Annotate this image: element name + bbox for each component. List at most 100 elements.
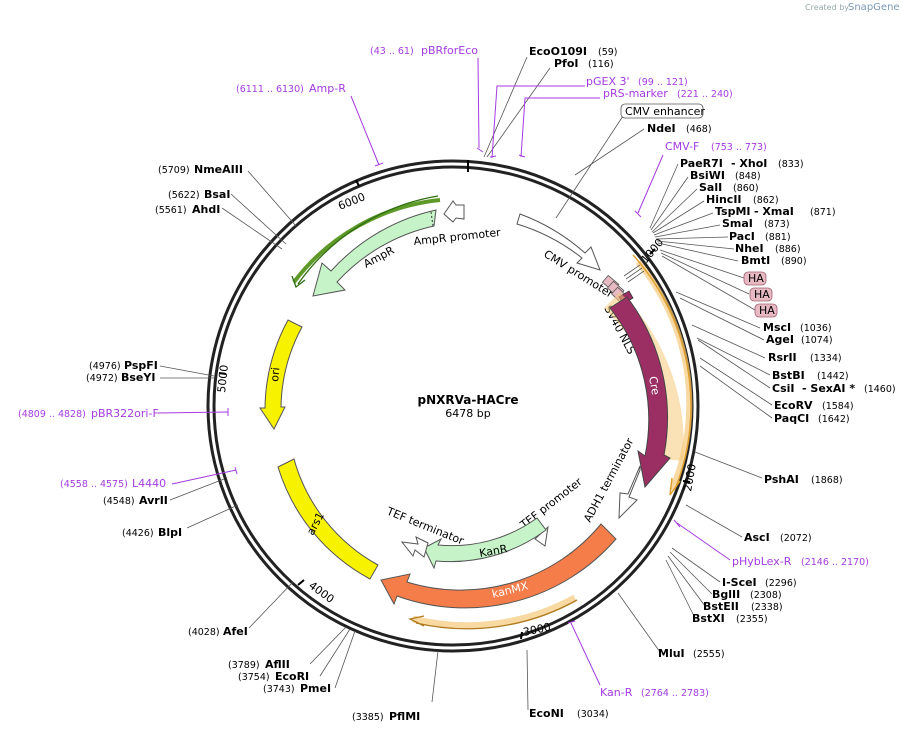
enzyme-bseyi[interactable]: BseYI xyxy=(121,371,155,384)
primer-cmv-f[interactable]: CMV-F xyxy=(665,140,699,153)
cmv-enhancer-box[interactable] xyxy=(620,103,704,119)
primer-amp-r-pos: (6111 .. 6130) xyxy=(236,84,304,95)
enzyme-nhei-pos: (886) xyxy=(775,244,801,255)
ha-label-2: HA xyxy=(754,288,770,301)
ori-arrow[interactable] xyxy=(259,319,303,430)
kanmx-halo xyxy=(412,594,577,630)
enzyme-bmti[interactable]: BmtI xyxy=(741,254,770,267)
enzyme-ecorv[interactable]: EcoRV xyxy=(774,399,813,412)
primer-pbrforeco[interactable]: pBRforEco xyxy=(421,44,478,57)
enzyme-sexai[interactable]: - SexAI * xyxy=(802,382,855,395)
enzyme-i-scei[interactable]: I-SceI xyxy=(722,576,757,589)
tick-label-3000: 3000 xyxy=(522,620,552,639)
enzyme-ecori[interactable]: EcoRI xyxy=(275,670,309,683)
enzyme-msci[interactable]: MscI xyxy=(763,321,791,334)
enzyme-asci-pos: (2072) xyxy=(780,533,812,544)
enzyme-rsrii[interactable]: RsrII xyxy=(768,351,797,364)
tef-terminator-arrow[interactable] xyxy=(400,536,429,558)
enzyme-smai[interactable]: SmaI xyxy=(722,217,753,230)
kanmx-halo-line xyxy=(408,599,578,630)
primer-prs-marker[interactable]: pRS-marker xyxy=(603,87,668,100)
enzyme-xmai[interactable]: - XmaI xyxy=(754,205,794,218)
tick-label-5000: 5000 xyxy=(215,364,231,393)
enzyme-ecorv-pos: (1584) xyxy=(822,401,854,412)
enzyme-pmei-pos: (3743) xyxy=(263,684,295,695)
enzyme-pshai-pos: (1868) xyxy=(811,475,843,486)
ampr-arrow[interactable] xyxy=(312,209,437,297)
enzyme-bglii[interactable]: BglII xyxy=(712,588,740,601)
enzyme-tspmi[interactable]: TspMI xyxy=(715,205,751,218)
primer-l4440[interactable]: L4440 xyxy=(132,477,166,490)
lead-ndei xyxy=(574,128,645,176)
enzyme-xhoi[interactable]: - XhoI xyxy=(731,157,767,170)
lead-pfoi xyxy=(486,67,551,158)
enzyme-paci[interactable]: PacI xyxy=(729,230,755,243)
tick-5000 xyxy=(218,372,227,375)
primer-phyblex-r[interactable]: pHybLex-R xyxy=(732,555,792,568)
enzyme-bsiwi[interactable]: BsiWI xyxy=(690,169,725,182)
adh1-terminator-label: ADH1 terminator xyxy=(581,436,636,525)
enzyme-aflii[interactable]: AflII xyxy=(265,658,290,671)
enzyme-pflmi[interactable]: PflMI xyxy=(389,710,420,723)
enzyme-bstbi[interactable]: BstBI xyxy=(772,369,805,382)
enzyme-pmei[interactable]: PmeI xyxy=(300,682,331,695)
enzyme-avrii[interactable]: AvrII xyxy=(139,494,168,507)
primer-pbr322ori-f[interactable]: pBR322ori-F xyxy=(91,407,159,420)
enzyme-paer7i-pos: (833) xyxy=(778,159,804,170)
enzyme-hincii[interactable]: HincII xyxy=(706,193,742,206)
enzyme-paqci-pos: (1642) xyxy=(818,414,850,425)
enzyme-ndei[interactable]: NdeI xyxy=(647,122,676,135)
lead-cmv-enhancer xyxy=(555,115,624,219)
enzyme-sali[interactable]: SalI xyxy=(699,181,722,194)
ampr-promoter-label: AmpR promoter xyxy=(413,226,502,248)
enzyme-bsteii[interactable]: BstEII xyxy=(703,600,739,613)
primer-lead-kan-r xyxy=(570,622,601,686)
adh1-terminator-arrow[interactable] xyxy=(618,465,641,520)
enzyme-asci[interactable]: AscI xyxy=(744,531,770,544)
enzyme-bseyi-pos: (4972) xyxy=(86,373,118,384)
enzyme-mlui[interactable]: MluI xyxy=(658,647,685,660)
cre-arrow[interactable] xyxy=(609,296,671,489)
credit-brand[interactable]: SnapGene xyxy=(848,2,900,13)
tick-label-2000: 2000 xyxy=(681,463,699,493)
enzyme-econi[interactable]: EcoNI xyxy=(529,707,564,720)
tick-2000 xyxy=(682,480,691,483)
enzyme-bstxi[interactable]: BstXI xyxy=(692,612,725,625)
enzyme-csii[interactable]: CsiI xyxy=(772,382,794,395)
kanmx-arrow[interactable] xyxy=(380,523,617,609)
ars1-arrow[interactable] xyxy=(277,458,379,580)
ha-label-box-3[interactable] xyxy=(754,303,778,318)
enzyme-hincii-pos: (862) xyxy=(753,195,779,206)
enzyme-rsrii-pos: (1334) xyxy=(810,353,842,364)
enzyme-afei[interactable]: AfeI xyxy=(223,625,248,638)
primer-pgex3[interactable]: pGEX 3' xyxy=(586,75,630,88)
enzyme-ahdi[interactable]: AhdI xyxy=(192,203,220,216)
ampr-promoter-arrow[interactable] xyxy=(443,200,465,223)
enzyme-econi-pos: (3034) xyxy=(577,709,609,720)
enzyme-nmeaiii[interactable]: NmeAIII xyxy=(194,163,243,176)
enzyme-pspfi[interactable]: PspFI xyxy=(124,359,158,372)
ha-label-box-2[interactable] xyxy=(749,287,773,302)
primer-pgex3-pos: (99 .. 121) xyxy=(638,77,688,88)
enzyme-paer7i[interactable]: PaeR7I xyxy=(680,157,723,170)
enzyme-blpi[interactable]: BlpI xyxy=(158,526,182,539)
enzyme-paqci[interactable]: PaqCI xyxy=(774,412,809,425)
ha-label-box-1[interactable] xyxy=(743,271,767,286)
primer-kan-r[interactable]: Kan-R xyxy=(600,686,633,699)
enzyme-agei[interactable]: AgeI xyxy=(766,333,794,346)
enzyme-pshai[interactable]: PshAI xyxy=(764,473,799,486)
enzyme-paci-pos: (881) xyxy=(765,232,791,243)
cmv-promoter-arrow[interactable] xyxy=(516,213,601,271)
enzyme-ecoo109i[interactable]: EcoO109I xyxy=(529,45,587,58)
primer-amp-r[interactable]: Amp-R xyxy=(309,82,346,95)
enzyme-sali-pos: (860) xyxy=(733,183,759,194)
enzyme-nhei[interactable]: NheI xyxy=(735,242,764,255)
enzyme-bsteii-pos: (2338) xyxy=(751,602,783,613)
tick-4000 xyxy=(297,579,305,586)
tef-promoter-label: TEF promoter xyxy=(517,475,585,532)
enzyme-bsai[interactable]: BsaI xyxy=(204,188,230,201)
enzyme-smai-pos: (873) xyxy=(764,219,790,230)
primer-lead-pgex3 xyxy=(491,85,585,159)
enzyme-pfoi[interactable]: PfoI xyxy=(554,57,579,70)
